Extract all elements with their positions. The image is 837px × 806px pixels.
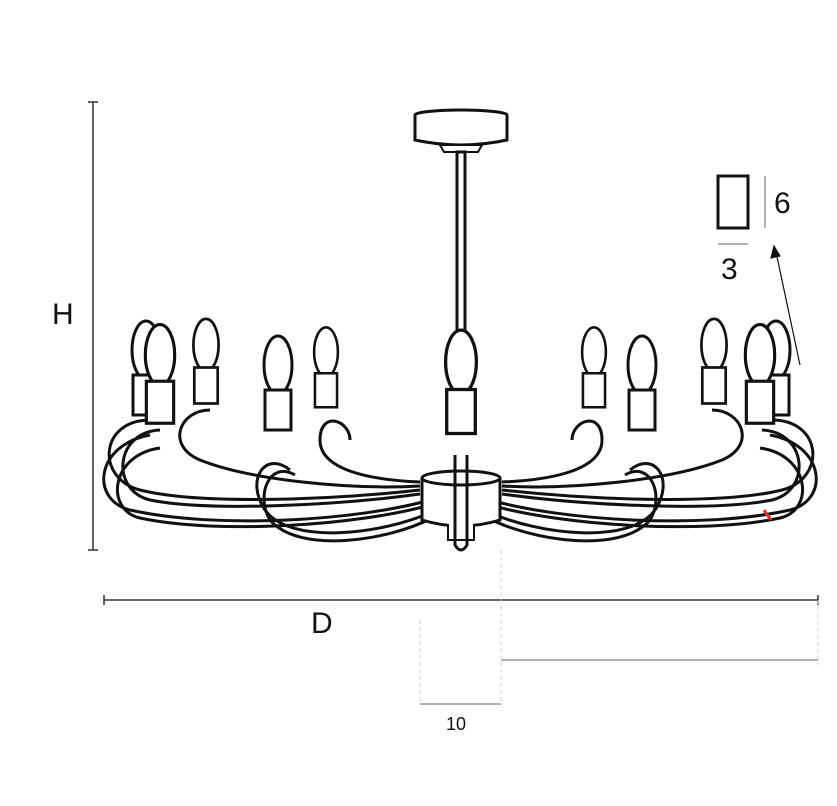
bulb-8	[626, 334, 658, 432]
red-marker	[762, 509, 773, 521]
bulb-11	[743, 322, 777, 425]
slot-width-label: 3	[721, 253, 738, 286]
bulb-3	[192, 317, 220, 405]
bulb-7	[580, 326, 608, 409]
height-label: H	[52, 298, 74, 331]
offset-label: 10	[446, 714, 467, 734]
slot-detail	[716, 174, 766, 245]
ceiling-canopy	[413, 108, 509, 153]
slot-height-label: 6	[774, 187, 791, 220]
pointer-arrow	[770, 244, 801, 366]
bulb-4	[262, 334, 294, 432]
bulb-2	[143, 322, 177, 425]
center-rod	[455, 150, 467, 334]
bulb-6	[443, 328, 479, 436]
center-hook	[453, 455, 469, 552]
bulbs	[130, 317, 792, 436]
central-hub	[420, 469, 502, 541]
arms-front	[102, 433, 818, 543]
arms-back	[107, 408, 815, 508]
height-dimension	[88, 101, 98, 551]
bulb-5	[312, 326, 340, 409]
offset-dimension	[419, 550, 819, 705]
diameter-dimension	[103, 595, 819, 605]
diameter-label: D	[311, 607, 333, 640]
bulb-9	[700, 317, 728, 405]
